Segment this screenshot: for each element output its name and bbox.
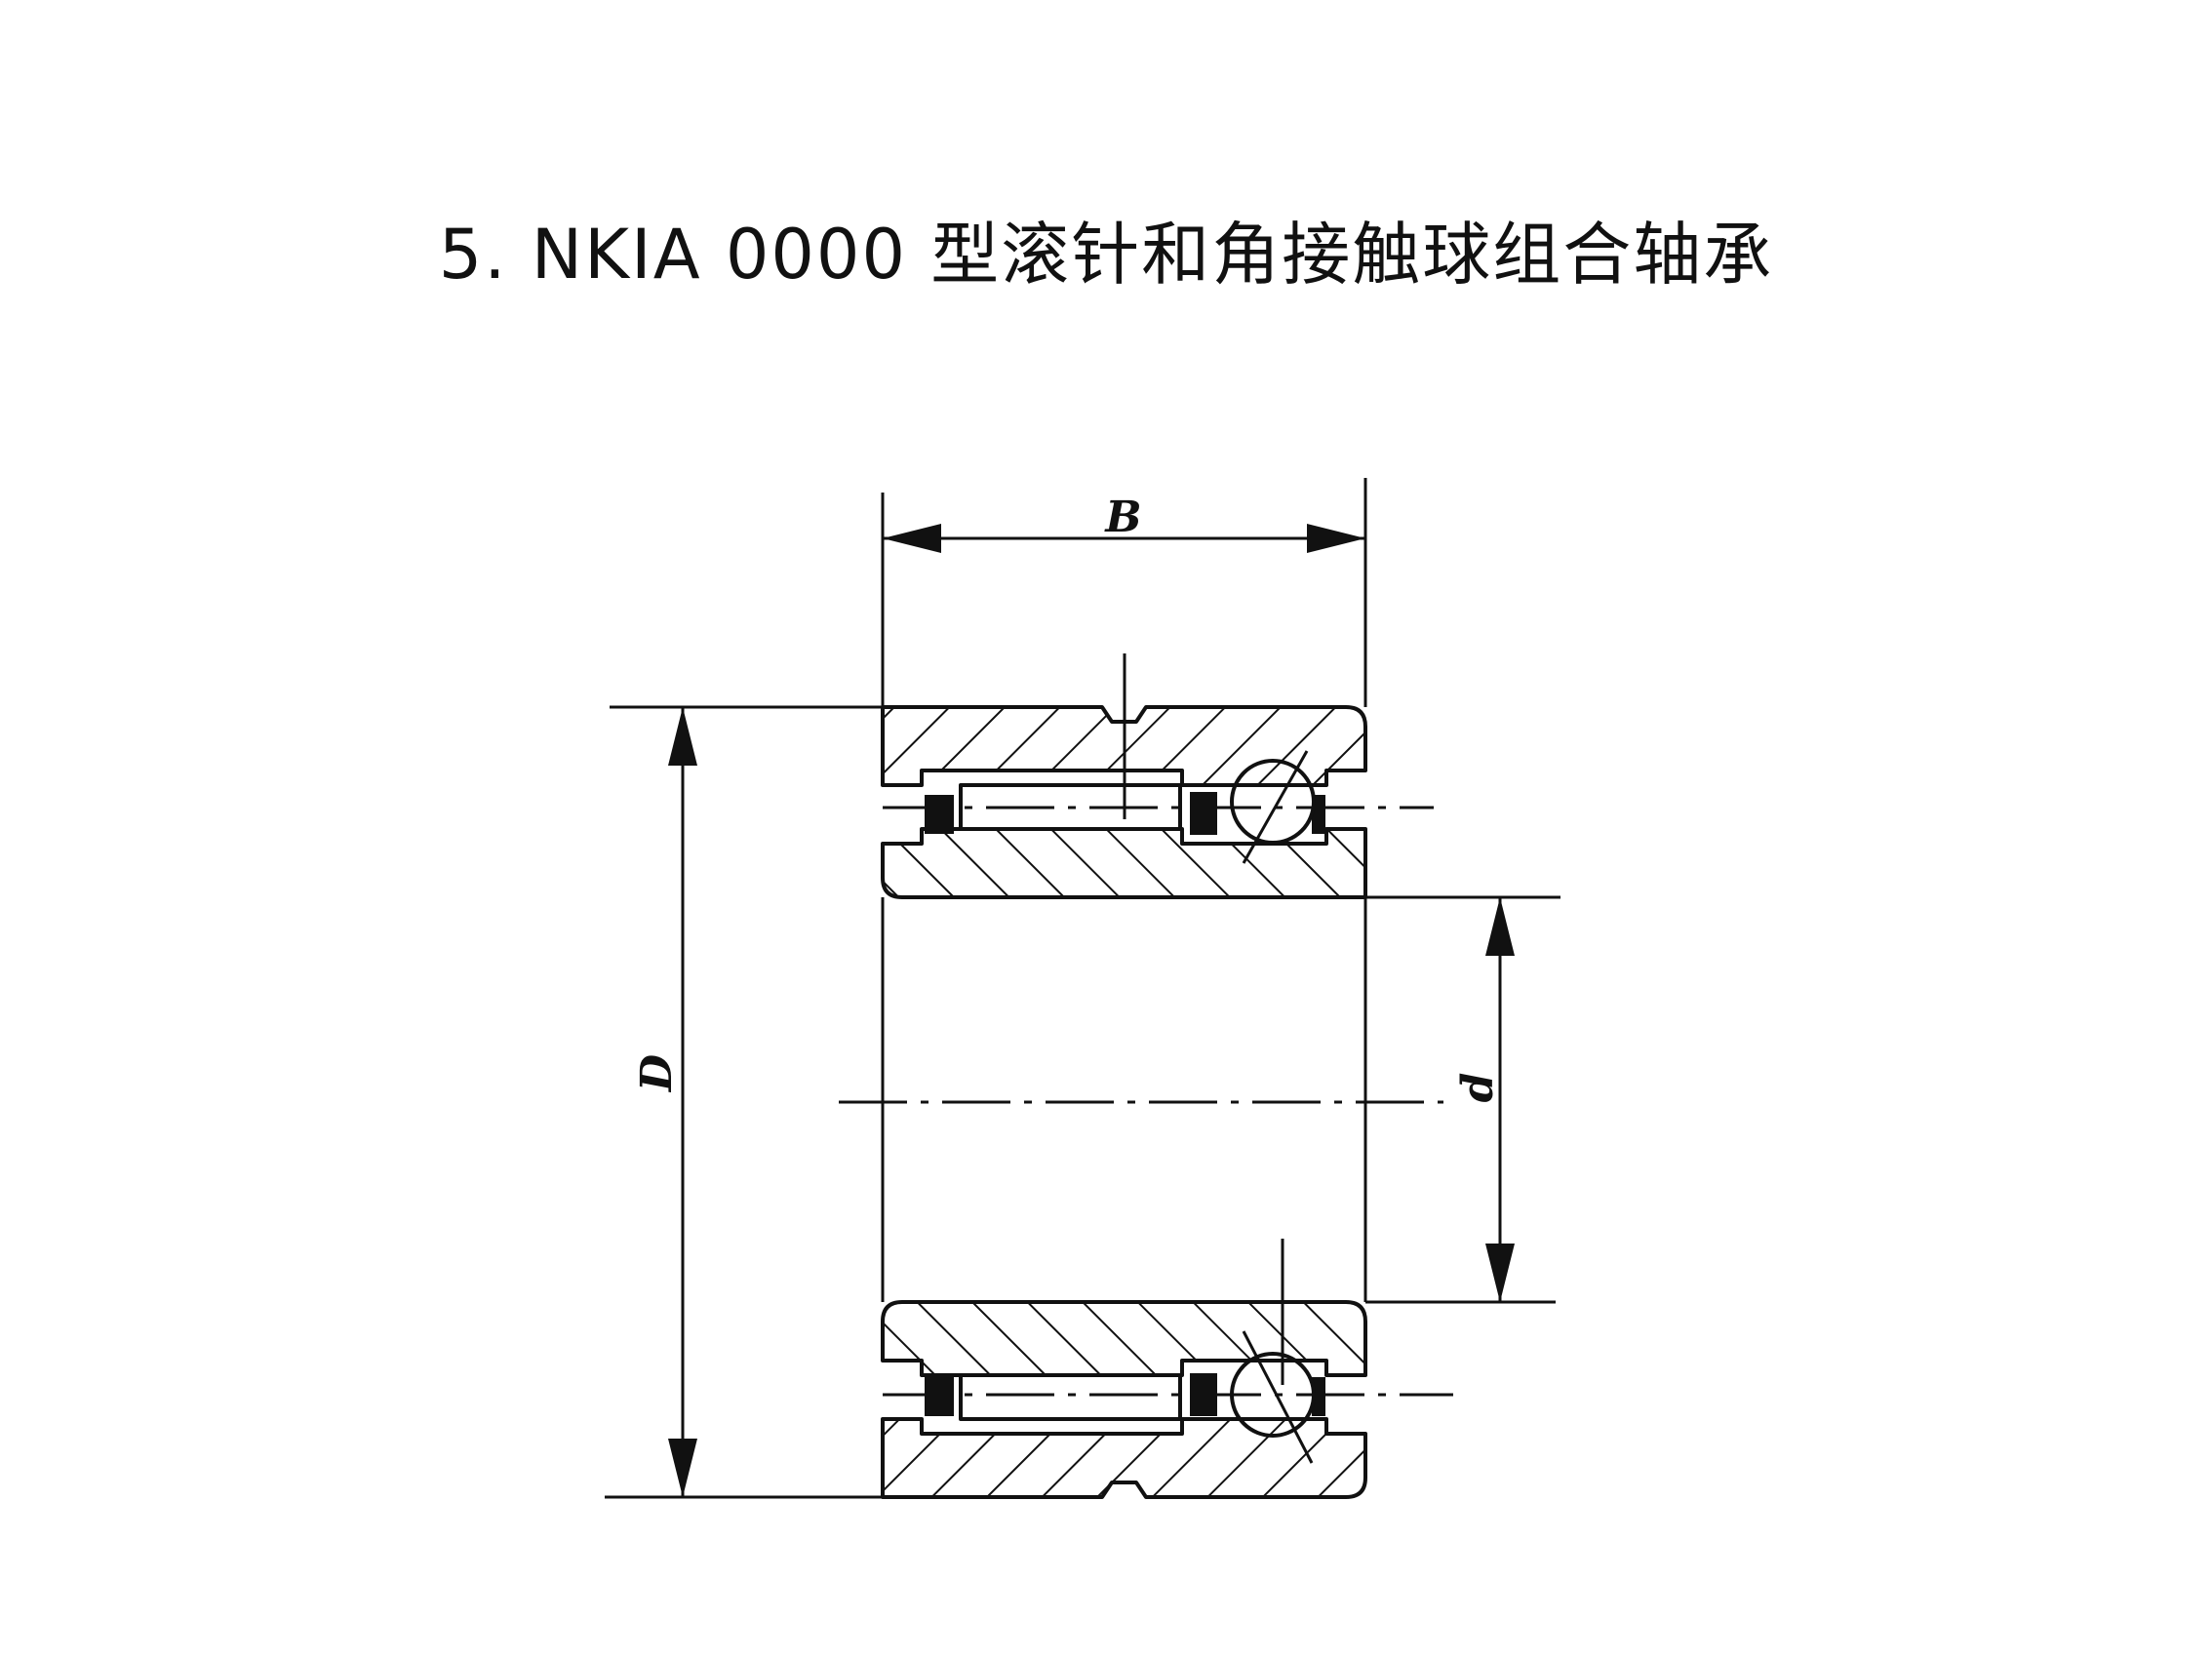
lower-left-seal — [925, 1377, 954, 1416]
page-title: 5. NKIA 0000 型滚针和角接触球组合轴承 — [438, 215, 1774, 295]
upper-left-seal — [925, 795, 954, 834]
lower-section — [881, 1239, 1453, 1499]
dimension-D: D — [605, 705, 883, 1499]
upper-ball — [1230, 759, 1316, 845]
lower-inner-ring — [881, 1300, 1367, 1377]
dimension-label-D: D — [632, 1054, 682, 1093]
dimension-label-d: d — [1453, 1073, 1503, 1103]
upper-section — [881, 653, 1434, 899]
upper-mid-seal — [1190, 792, 1217, 835]
dimension-B: B — [881, 478, 1367, 707]
upper-inner-ring — [881, 827, 1367, 899]
lower-needle-roller — [959, 1373, 1182, 1421]
dimension-d: d — [1365, 895, 1560, 1304]
upper-needle-roller — [959, 783, 1182, 831]
lower-right-seal — [1312, 1377, 1325, 1416]
dimension-label-B: B — [1103, 493, 1141, 542]
